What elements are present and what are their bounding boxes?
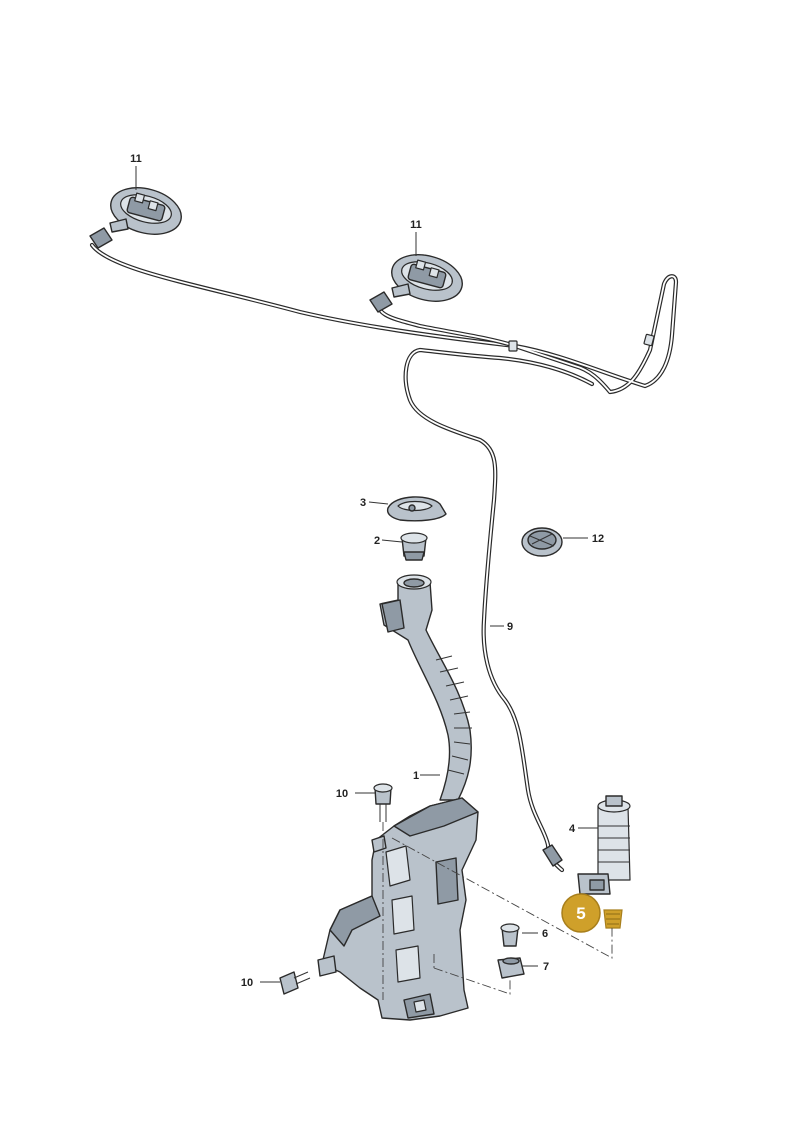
callout-2: 2 [374,535,380,547]
callout-12: 12 [592,533,604,545]
callout-5-label: 5 [576,904,585,923]
washer-pump [577,795,631,895]
leader-lines [135,166,598,983]
callout-10-upper: 10 [336,788,348,800]
callout-11-right: 11 [410,219,422,231]
filler-neck [379,574,472,801]
callout-10-lower: 10 [241,977,253,989]
callout-4: 4 [569,823,576,835]
callout-11-left: 11 [130,153,142,165]
bolt-upper [373,783,393,822]
pump-seal-highlighted [603,909,623,929]
washer-hose [89,242,679,873]
callout-6: 6 [542,928,548,940]
washer-nozzle-right [369,254,463,313]
filler-cap [386,496,447,522]
callout-7: 7 [543,961,549,973]
callout-9: 9 [507,621,513,633]
callout-5-highlight[interactable]: 5 [561,893,601,933]
grommet-nut [497,957,525,979]
washer-nozzle-left [89,187,182,249]
bolt-lower [279,971,311,995]
assembly-guide-lines [382,822,613,1000]
callout-1: 1 [413,770,419,782]
grommet-12 [521,527,563,557]
expanding-rivet [500,923,520,947]
washer-reservoir [317,797,479,1021]
callout-3: 3 [360,497,366,509]
filler-sleeve [400,532,428,561]
